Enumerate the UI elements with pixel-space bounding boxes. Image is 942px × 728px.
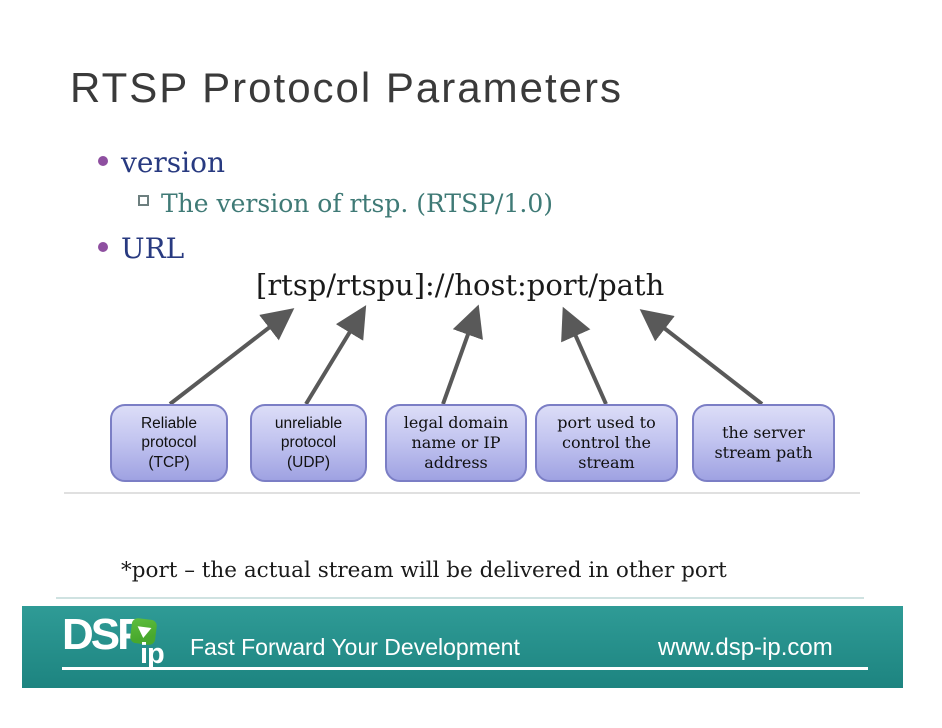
url-pattern-text: [rtsp/rtspu]://host:port/path <box>256 268 665 302</box>
sub-bullet-version-label: The version of rtsp. (RTSP/1.0) <box>161 189 553 218</box>
triangle-icon <box>135 626 151 639</box>
sub-bullet-version: The version of rtsp. (RTSP/1.0) <box>138 189 553 218</box>
arrow-rtsp-icon <box>168 308 295 406</box>
dsp-logo-ip: ip <box>140 638 165 670</box>
footer-divider-line <box>56 597 864 599</box>
bullet-square-icon <box>138 195 149 206</box>
arrow-path-icon <box>639 309 764 406</box>
callout-host: legal domain name or IP address <box>385 404 527 482</box>
divider-line <box>64 492 860 494</box>
slide-title: RTSP Protocol Parameters <box>70 64 623 111</box>
bullet-dot-icon <box>98 242 108 252</box>
footer-website: www.dsp-ip.com <box>658 634 833 661</box>
footer-tagline: Fast Forward Your Development <box>190 634 520 660</box>
bullet-version-label: version <box>121 146 225 179</box>
arrow-port-icon <box>561 306 608 405</box>
callout-port: port used to control the stream <box>535 404 678 482</box>
callout-tcp: Reliable protocol (TCP) <box>110 404 228 482</box>
banner-underline <box>62 667 868 670</box>
callout-path: the server stream path <box>692 404 835 482</box>
arrow-host-icon <box>441 304 483 405</box>
callout-udp: unreliable protocol (UDP) <box>250 404 367 482</box>
bullet-url-label: URL <box>121 232 185 265</box>
footnote-text: *port – the actual stream will be delive… <box>121 558 727 583</box>
bullet-url: URL <box>98 232 184 265</box>
arrow-rtspu-icon <box>304 305 367 406</box>
bullet-version: version <box>98 146 225 179</box>
footer-banner: DSP ip Fast Forward Your Development www… <box>22 606 903 688</box>
bullet-dot-icon <box>98 156 108 166</box>
